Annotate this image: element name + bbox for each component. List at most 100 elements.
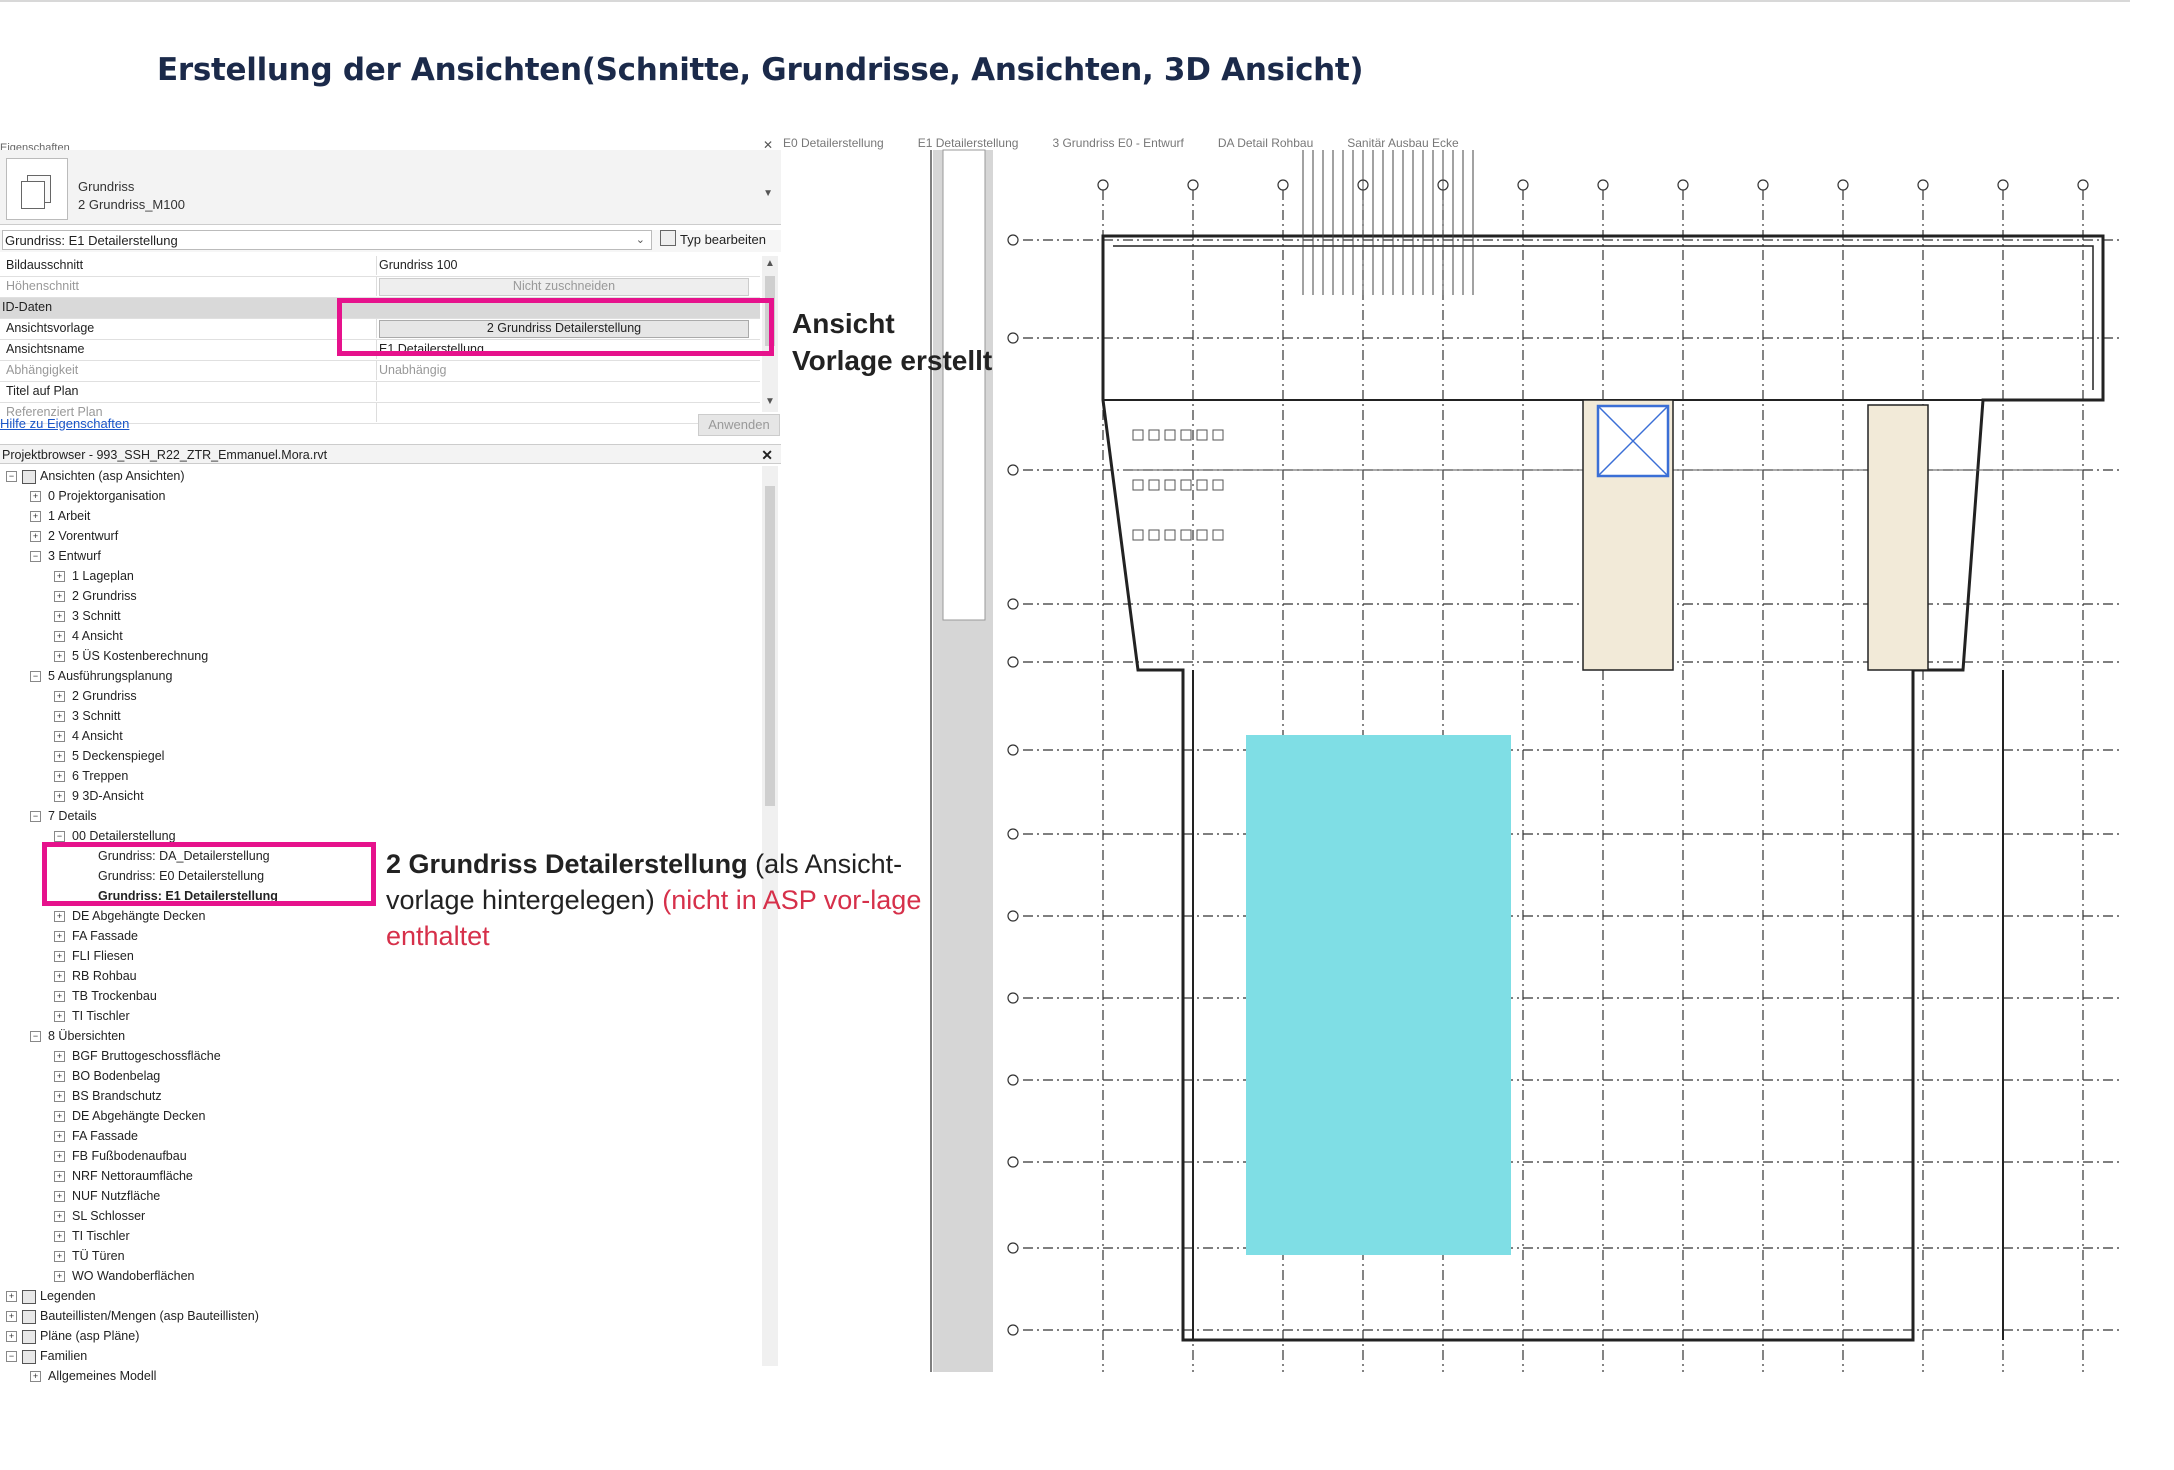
collapse-icon[interactable]: − bbox=[30, 551, 41, 562]
scroll-down-icon[interactable]: ▼ bbox=[765, 396, 775, 407]
tree-item[interactable]: +TÜ Türen bbox=[0, 1246, 760, 1266]
expand-icon[interactable]: + bbox=[54, 771, 65, 782]
project-browser-close-icon[interactable]: ✕ bbox=[761, 447, 773, 463]
tree-item[interactable]: +Allgemeines Modell bbox=[0, 1366, 760, 1386]
tree-item[interactable]: +DE Abgehängte Decken bbox=[0, 906, 760, 926]
expand-icon[interactable]: + bbox=[54, 1071, 65, 1082]
tree-item[interactable]: +6 Treppen bbox=[0, 766, 760, 786]
expand-icon[interactable]: + bbox=[54, 931, 65, 942]
expand-icon[interactable]: + bbox=[54, 971, 65, 982]
tree-item[interactable]: +FA Fassade bbox=[0, 926, 760, 946]
tree-item[interactable]: −5 Ausführungsplanung bbox=[0, 666, 760, 686]
tree-item[interactable]: +2 Grundriss bbox=[0, 586, 760, 606]
tree-item[interactable]: +RB Rohbau bbox=[0, 966, 760, 986]
tree-item[interactable]: −Ansichten (asp Ansichten) bbox=[0, 466, 760, 486]
type-selector[interactable]: Grundriss 2 Grundriss_M100 ▼ bbox=[0, 150, 781, 225]
expand-icon[interactable]: + bbox=[6, 1291, 17, 1302]
tree-item[interactable]: +2 Grundriss bbox=[0, 686, 760, 706]
expand-icon[interactable]: + bbox=[54, 631, 65, 642]
properties-help-link[interactable]: Hilfe zu Eigenschaften bbox=[0, 416, 130, 431]
tree-item[interactable]: +FB Fußbodenaufbau bbox=[0, 1146, 760, 1166]
tree-item[interactable]: Grundriss: E0 Detailerstellung bbox=[0, 866, 760, 886]
tree-item[interactable]: +DE Abgehängte Decken bbox=[0, 1106, 760, 1126]
edit-type-button[interactable]: Typ bearbeiten bbox=[660, 230, 766, 250]
expand-icon[interactable]: + bbox=[54, 691, 65, 702]
collapse-icon[interactable]: − bbox=[30, 671, 41, 682]
tree-item[interactable]: +BS Brandschutz bbox=[0, 1086, 760, 1106]
tree-item[interactable]: +SL Schlosser bbox=[0, 1206, 760, 1226]
expand-icon[interactable]: + bbox=[54, 1211, 65, 1222]
view-tab[interactable]: DA Detail Rohbau bbox=[1217, 136, 1314, 150]
expand-icon[interactable]: + bbox=[30, 1371, 41, 1382]
expand-icon[interactable]: + bbox=[30, 491, 41, 502]
property-value[interactable] bbox=[376, 382, 749, 401]
expand-icon[interactable]: + bbox=[54, 1271, 65, 1282]
property-value[interactable]: 2 Grundriss Detailerstellung bbox=[376, 319, 749, 338]
collapse-icon[interactable]: − bbox=[30, 811, 41, 822]
property-value-button[interactable]: Nicht zuschneiden bbox=[379, 278, 749, 296]
tree-item[interactable]: +3 Schnitt bbox=[0, 706, 760, 726]
expand-icon[interactable]: + bbox=[54, 591, 65, 602]
view-tab[interactable]: E1 Detailerstellung bbox=[917, 136, 1019, 150]
drawing-canvas[interactable] bbox=[783, 149, 2133, 1372]
tree-item[interactable]: +5 Deckenspiegel bbox=[0, 746, 760, 766]
tree-item[interactable]: +TB Trockenbau bbox=[0, 986, 760, 1006]
property-value[interactable]: Unabhängig bbox=[376, 361, 749, 380]
tree-item[interactable]: +4 Ansicht bbox=[0, 626, 760, 646]
view-tab[interactable]: Sanitär Ausbau Ecke bbox=[1347, 136, 1459, 150]
expand-icon[interactable]: + bbox=[54, 1151, 65, 1162]
view-tab[interactable]: 3 Grundriss E0 - Entwurf bbox=[1052, 136, 1184, 150]
property-value-button[interactable]: 2 Grundriss Detailerstellung bbox=[379, 320, 749, 338]
tree-item[interactable]: +Legenden bbox=[0, 1286, 760, 1306]
tree-item[interactable]: +0 Projektorganisation bbox=[0, 486, 760, 506]
property-value[interactable] bbox=[376, 403, 749, 422]
tree-item[interactable]: +FLI Fliesen bbox=[0, 946, 760, 966]
tree-item[interactable]: −Familien bbox=[0, 1346, 760, 1366]
expand-icon[interactable]: + bbox=[54, 951, 65, 962]
expand-icon[interactable]: + bbox=[54, 911, 65, 922]
expand-icon[interactable]: + bbox=[54, 791, 65, 802]
tree-item[interactable]: +4 Ansicht bbox=[0, 726, 760, 746]
tree-item[interactable]: +BGF Bruttogeschossfläche bbox=[0, 1046, 760, 1066]
expand-icon[interactable]: + bbox=[54, 1111, 65, 1122]
expand-icon[interactable]: + bbox=[30, 511, 41, 522]
tree-item[interactable]: +NUF Nutzfläche bbox=[0, 1186, 760, 1206]
view-tab[interactable]: E0 Detailerstellung bbox=[783, 136, 884, 150]
expand-icon[interactable]: + bbox=[54, 731, 65, 742]
tree-item[interactable]: +2 Vorentwurf bbox=[0, 526, 760, 546]
property-value[interactable]: Grundriss 100 bbox=[376, 256, 749, 275]
tree-item[interactable]: +3 Schnitt bbox=[0, 606, 760, 626]
property-row[interactable]: Referenziert Plan bbox=[0, 403, 760, 424]
tree-item[interactable]: +WO Wandoberflächen bbox=[0, 1266, 760, 1286]
project-browser-scrollbar[interactable] bbox=[762, 466, 778, 1366]
collapse-icon[interactable]: − bbox=[54, 831, 65, 842]
scroll-up-icon[interactable]: ▲ bbox=[765, 258, 775, 269]
expand-icon[interactable]: + bbox=[6, 1331, 17, 1342]
expand-icon[interactable]: + bbox=[54, 1091, 65, 1102]
property-value[interactable]: Nicht zuschneiden bbox=[376, 277, 749, 296]
expand-icon[interactable]: + bbox=[54, 751, 65, 762]
tree-item[interactable]: −00 Detailerstellung bbox=[0, 826, 760, 846]
tree-item[interactable]: +NRF Nettoraumfläche bbox=[0, 1166, 760, 1186]
instance-selector[interactable]: Grundriss: E1 Detailerstellung ⌄ bbox=[2, 230, 652, 250]
properties-close-icon[interactable]: ✕ bbox=[762, 138, 773, 152]
tree-item[interactable]: Grundriss: E1 Detailerstellung bbox=[0, 886, 760, 906]
tree-item[interactable]: +9 3D-Ansicht bbox=[0, 786, 760, 806]
tree-item[interactable]: +1 Lageplan bbox=[0, 566, 760, 586]
tree-item[interactable]: +TI Tischler bbox=[0, 1006, 760, 1026]
expand-icon[interactable]: + bbox=[54, 1011, 65, 1022]
expand-icon[interactable]: + bbox=[54, 1251, 65, 1262]
expand-icon[interactable]: + bbox=[54, 1171, 65, 1182]
collapse-icon[interactable]: − bbox=[6, 471, 17, 482]
tree-item[interactable]: +1 Arbeit bbox=[0, 506, 760, 526]
expand-icon[interactable]: + bbox=[54, 571, 65, 582]
tree-item[interactable]: +Bauteillisten/Mengen (asp Bauteillisten… bbox=[0, 1306, 760, 1326]
expand-icon[interactable]: + bbox=[54, 1231, 65, 1242]
expand-icon[interactable]: + bbox=[54, 611, 65, 622]
collapse-icon[interactable]: − bbox=[30, 1031, 41, 1042]
tree-item[interactable]: +FA Fassade bbox=[0, 1126, 760, 1146]
